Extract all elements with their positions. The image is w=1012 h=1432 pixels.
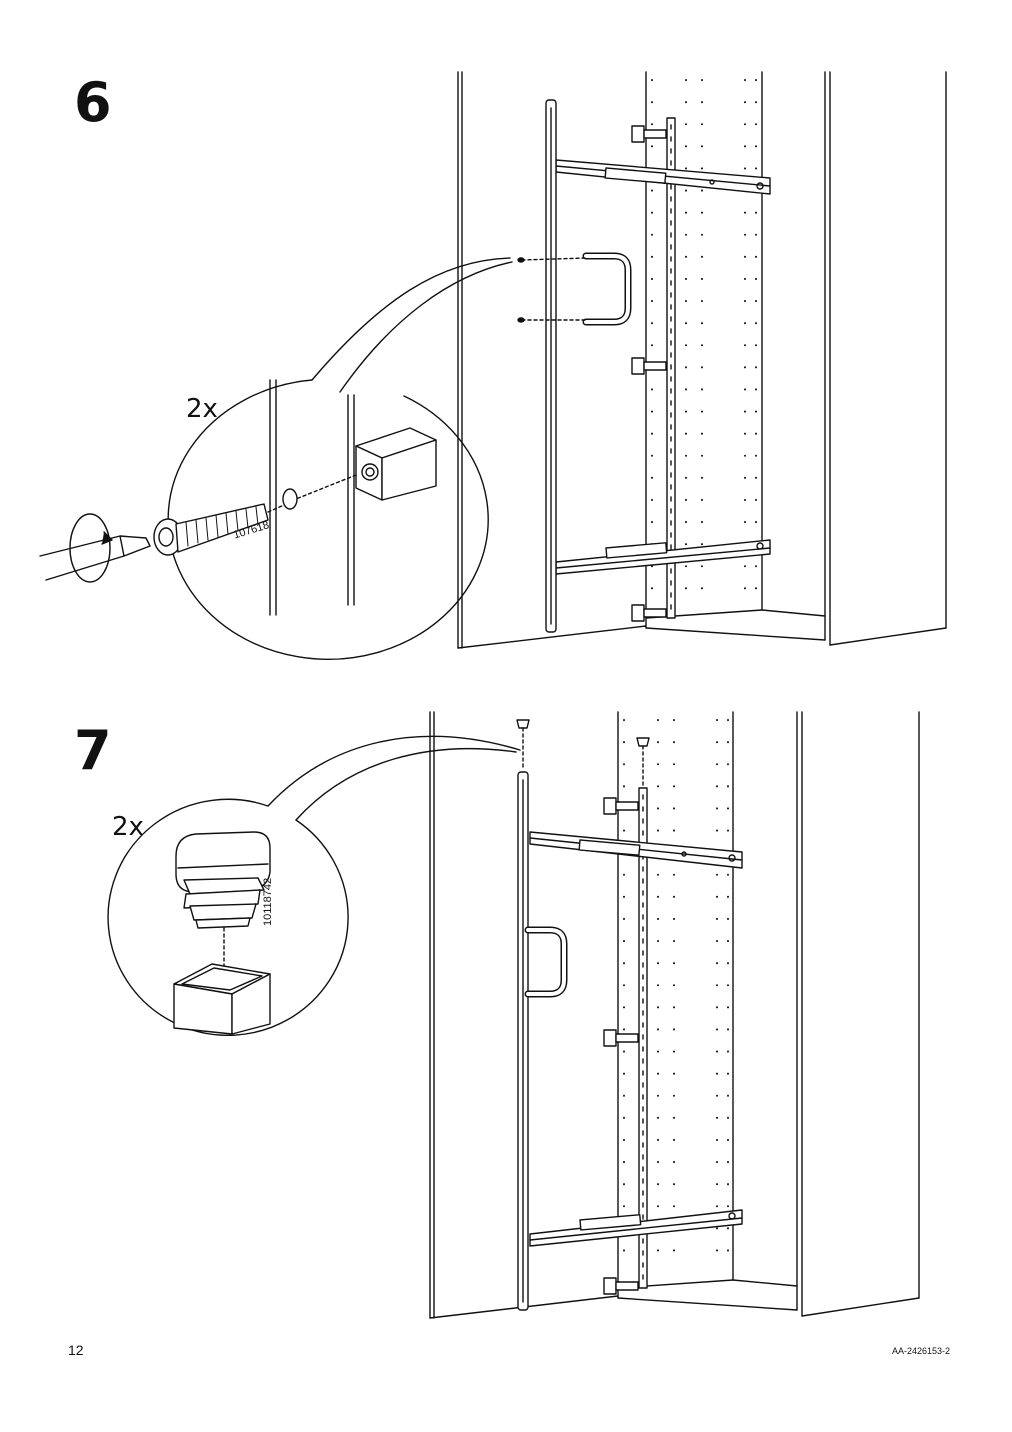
step6-number: 6 (74, 71, 112, 134)
step7-number: 7 (74, 719, 112, 782)
step6-quantity: 2x (186, 394, 218, 424)
step7-bottom-slide (529, 1209, 743, 1247)
step6-screwdriver-icon (39, 513, 151, 583)
step7-vertical-rail (603, 737, 650, 1295)
step6-cabinet (457, 71, 947, 649)
step7-zoom-callout (107, 735, 521, 1036)
step7-quantity: 2x (112, 812, 144, 842)
page-number: 12 (68, 1342, 84, 1358)
step6-top-slide (555, 159, 771, 195)
step6-screw (153, 503, 285, 556)
step6-zoom-callout (167, 257, 513, 660)
step7-part-number: 10118742 (262, 877, 274, 926)
step6-vertical-rail (631, 117, 676, 622)
document-code: AA-2426153-2 (891, 1346, 950, 1356)
step7-handle (524, 926, 568, 998)
step6-illustration (39, 71, 947, 660)
step7-front-bar (516, 719, 530, 1311)
step7-illustration (107, 711, 920, 1319)
step6-handle (517, 252, 632, 326)
step6-bottom-slide (555, 539, 771, 575)
step6-front-bar (545, 99, 557, 633)
step7-top-slide (529, 831, 743, 869)
